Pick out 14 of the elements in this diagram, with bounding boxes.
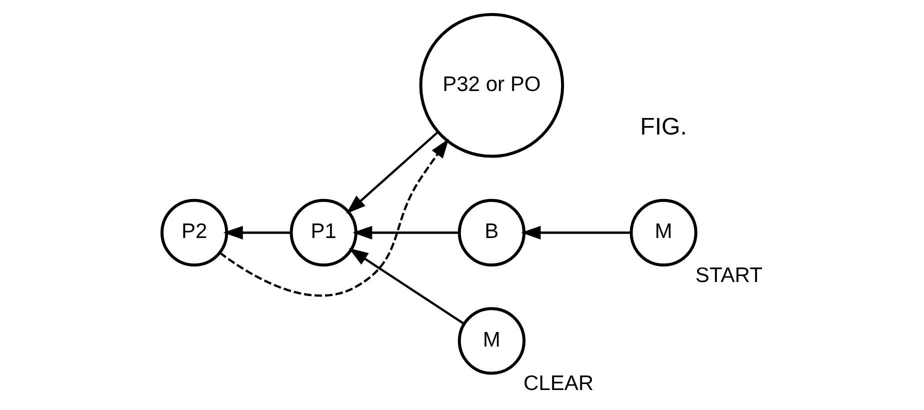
node-circle: M: [630, 198, 698, 266]
node-circle: P1: [290, 198, 358, 266]
node-circle: M: [458, 307, 526, 375]
arrow: [348, 248, 464, 324]
node-label: START: [695, 264, 762, 287]
arrow: [352, 226, 460, 240]
node-circle: P2: [160, 198, 228, 266]
arrow: [346, 132, 438, 214]
label: FIG.: [640, 114, 687, 141]
arrow: [521, 226, 632, 240]
node-circle: B: [458, 198, 526, 266]
arrow: [219, 138, 449, 297]
node-label: CLEAR: [524, 372, 594, 396]
arrow: [223, 226, 291, 240]
